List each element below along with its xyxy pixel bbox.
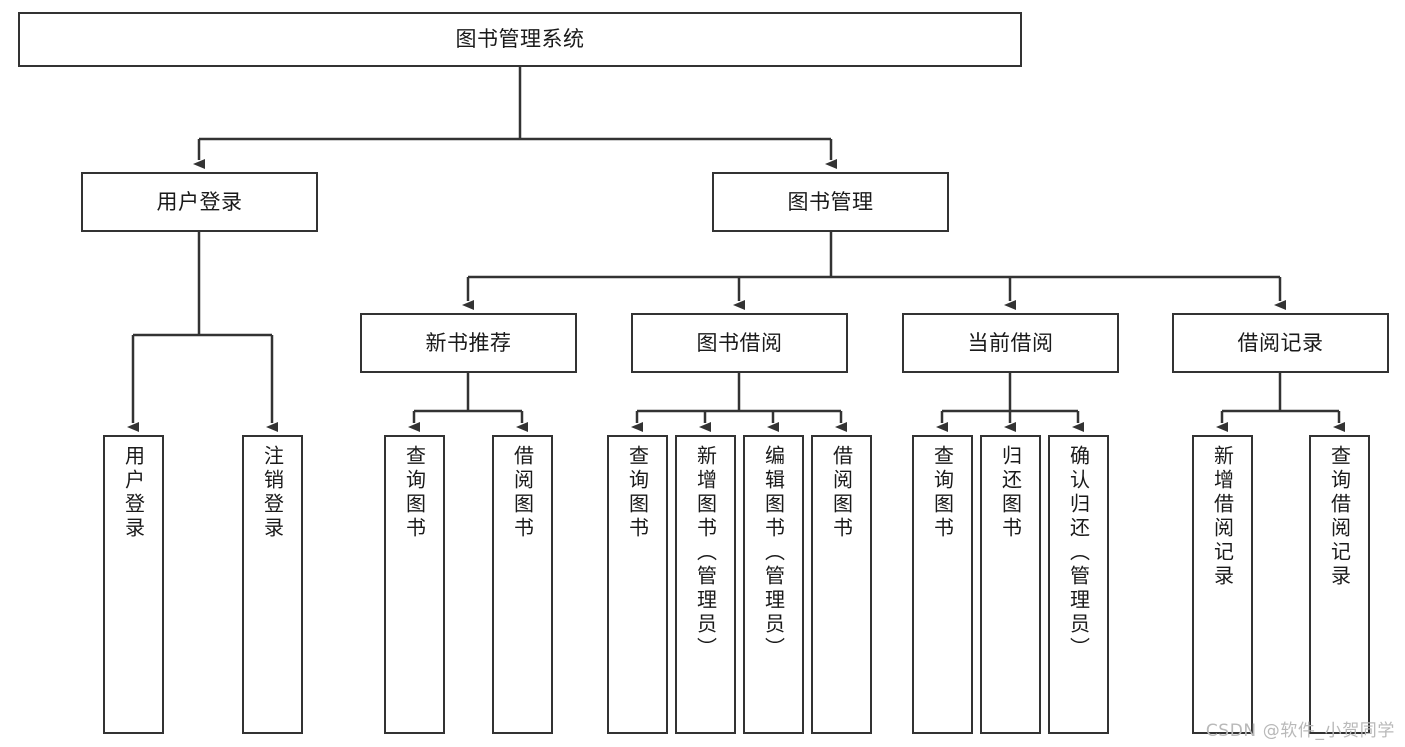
leaf-records-query-record[interactable]: 查询借阅记录 bbox=[1309, 435, 1370, 734]
node-label: 图书管理 bbox=[787, 189, 874, 214]
node-book-borrow[interactable]: 图书借阅 bbox=[631, 313, 848, 373]
leaf-recommend-borrow-book[interactable]: 借阅图书 bbox=[492, 435, 553, 734]
leaf-current-return-book[interactable]: 归还图书 bbox=[980, 435, 1041, 734]
node-label: 新增图书（管理员） bbox=[693, 445, 718, 661]
node-label: 编辑图书（管理员） bbox=[761, 445, 786, 661]
node-label: 归还图书 bbox=[998, 445, 1023, 541]
node-label: 查询图书 bbox=[930, 445, 955, 541]
node-label: 确认归还（管理员） bbox=[1066, 445, 1091, 661]
node-current-borrow[interactable]: 当前借阅 bbox=[902, 313, 1119, 373]
node-label: 图书借阅 bbox=[696, 330, 783, 355]
node-book-management[interactable]: 图书管理 bbox=[712, 172, 949, 232]
leaf-current-query-book[interactable]: 查询图书 bbox=[912, 435, 973, 734]
leaf-current-confirm-return-admin[interactable]: 确认归还（管理员） bbox=[1048, 435, 1109, 734]
node-label: 新书推荐 bbox=[425, 330, 512, 355]
node-user-login[interactable]: 用户登录 bbox=[81, 172, 318, 232]
leaf-recommend-query-book[interactable]: 查询图书 bbox=[384, 435, 445, 734]
node-label: 查询图书 bbox=[402, 445, 427, 541]
node-label: 查询图书 bbox=[625, 445, 650, 541]
leaf-records-add-record[interactable]: 新增借阅记录 bbox=[1192, 435, 1253, 734]
node-label: 注销登录 bbox=[260, 445, 285, 541]
leaf-borrow-edit-book-admin[interactable]: 编辑图书（管理员） bbox=[743, 435, 804, 734]
leaf-borrow-query-book[interactable]: 查询图书 bbox=[607, 435, 668, 734]
node-new-book-recommend[interactable]: 新书推荐 bbox=[360, 313, 577, 373]
leaf-user-login-login[interactable]: 用户登录 bbox=[103, 435, 164, 734]
node-label: 查询借阅记录 bbox=[1327, 445, 1352, 589]
node-label: 借阅图书 bbox=[829, 445, 854, 541]
node-label: 用户登录 bbox=[121, 445, 146, 541]
node-label: 用户登录 bbox=[156, 189, 243, 214]
leaf-borrow-borrow-book[interactable]: 借阅图书 bbox=[811, 435, 872, 734]
node-label: 当前借阅 bbox=[967, 330, 1054, 355]
node-label: 图书管理系统 bbox=[455, 27, 585, 52]
node-label: 新增借阅记录 bbox=[1210, 445, 1235, 589]
leaf-borrow-add-book-admin[interactable]: 新增图书（管理员） bbox=[675, 435, 736, 734]
node-label: 借阅记录 bbox=[1237, 330, 1324, 355]
node-label: 借阅图书 bbox=[510, 445, 535, 541]
leaf-user-login-logout[interactable]: 注销登录 bbox=[242, 435, 303, 734]
node-root-system[interactable]: 图书管理系统 bbox=[18, 12, 1022, 67]
node-borrow-records[interactable]: 借阅记录 bbox=[1172, 313, 1389, 373]
